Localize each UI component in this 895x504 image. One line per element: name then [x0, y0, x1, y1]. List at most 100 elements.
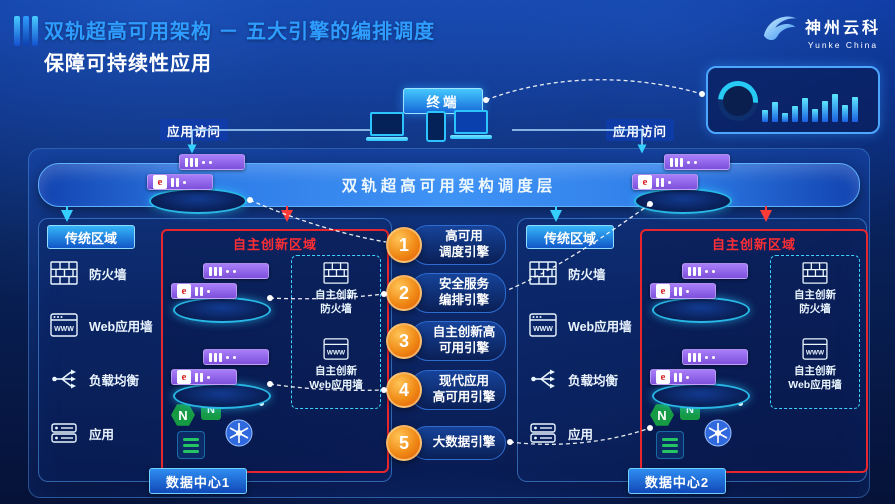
svg-text:WWW: WWW	[533, 326, 553, 333]
server-icon	[203, 349, 269, 365]
vendor-logo-chip: e	[656, 284, 670, 298]
engine-number-badge: 3	[386, 323, 422, 359]
traditional-item: 负载均衡	[528, 365, 618, 393]
innovation-item: 自主创新防火墙	[292, 262, 380, 316]
server-icon: e	[171, 283, 237, 299]
engine-5: 5 大数据引擎	[386, 424, 506, 462]
server-icon	[682, 349, 748, 365]
server-icon: e	[650, 283, 716, 299]
innovation-zone: 自主创新区域 e e N N	[161, 229, 389, 473]
brand-name-en: Yunke China	[807, 39, 879, 50]
engine-2: 2 安全服务编排引擎	[386, 273, 506, 313]
app-stack-icon	[177, 431, 205, 459]
platform-ellipse	[173, 297, 271, 323]
swoosh-logo-icon	[761, 10, 799, 53]
platform-ellipse	[652, 383, 750, 409]
dashboard-bars	[762, 78, 868, 122]
firewall-icon	[323, 262, 349, 288]
vendor-logo-chip: e	[153, 175, 167, 189]
platform-ellipse	[634, 188, 732, 214]
server-icon	[179, 154, 245, 170]
server-icon	[682, 263, 748, 279]
engine-1: 1 高可用调度引擎	[386, 225, 506, 265]
title-bars-icon	[14, 16, 38, 46]
traditional-item-label: 防火墙	[89, 267, 127, 282]
datacenter-name-badge: 数据中心1	[149, 468, 247, 494]
server-icon: e	[171, 369, 237, 385]
access-label-right: 应用访问	[606, 119, 675, 141]
app-server-icon	[528, 420, 558, 446]
innovation-item-label: 自主创新防火墙	[315, 289, 357, 315]
traditional-item: 防火墙	[528, 259, 606, 287]
traditional-item-label: 应用	[568, 427, 594, 442]
svg-text:WWW: WWW	[54, 326, 74, 333]
innovation-zone-header: 自主创新区域	[711, 237, 796, 252]
page-subtitle: 保障可持续性应用	[44, 53, 212, 75]
laptop-icon	[366, 112, 408, 141]
nginx-icon: N	[650, 404, 674, 426]
traditional-item-label: 应用	[89, 427, 115, 442]
engine-number-badge: 2	[386, 275, 422, 311]
engine-number-badge: 4	[386, 372, 422, 408]
terminal-label: 终端	[403, 88, 483, 114]
innovation-server-cluster: e	[646, 261, 754, 323]
kubernetes-icon	[704, 419, 732, 447]
kubernetes-icon	[225, 419, 253, 447]
engine-label: 高可用调度引擎	[410, 225, 506, 265]
monitoring-dashboard	[706, 66, 880, 134]
innovation-server-cluster: e	[167, 261, 275, 323]
laptop-icon	[450, 110, 492, 139]
svg-text:WWW: WWW	[806, 350, 825, 357]
scheduler-node-right: e	[628, 152, 736, 214]
firewall-icon	[528, 260, 558, 286]
traditional-item: 应用	[49, 419, 114, 447]
app-server-icon	[49, 420, 79, 446]
datacenter-1: 传统区域 防火墙 WWW Web应用墙	[38, 218, 392, 494]
engine-number-badge: 5	[386, 425, 422, 461]
platform-ellipse	[149, 188, 247, 214]
vendor-logo-chip: e	[177, 284, 191, 298]
traditional-item: WWW Web应用墙	[49, 311, 153, 339]
engine-label: 安全服务编排引擎	[410, 273, 506, 313]
traditional-zone-header: 传统区域	[526, 225, 614, 249]
innovation-server-cluster: e	[646, 347, 754, 409]
server-icon	[664, 154, 730, 170]
innovation-zone: 自主创新区域 e e N N	[640, 229, 868, 473]
svg-text:WWW: WWW	[327, 350, 346, 357]
engine-number-badge: 1	[386, 227, 422, 263]
engine-3: 3 自主创新高可用引擎	[386, 321, 506, 361]
traditional-item: 防火墙	[49, 259, 127, 287]
server-icon: e	[650, 369, 716, 385]
innovation-server-cluster: e	[167, 347, 275, 409]
traditional-item-label: 负载均衡	[568, 373, 619, 388]
firewall-icon	[802, 262, 828, 288]
engine-label: 自主创新高可用引擎	[410, 321, 506, 361]
innovation-zone-header: 自主创新区域	[232, 237, 317, 252]
load-balancer-icon	[528, 366, 558, 392]
server-icon	[203, 263, 269, 279]
traditional-item: 应用	[528, 419, 593, 447]
web-app-wall-icon: WWW	[49, 312, 79, 338]
server-icon: e	[632, 174, 698, 190]
traditional-item: 负载均衡	[49, 365, 139, 393]
phone-icon	[426, 111, 446, 142]
datacenter-2: 传统区域 防火墙 WWW Web应用墙	[517, 218, 868, 494]
engine-label: 现代应用高可用引擎	[410, 370, 506, 410]
brand-name-cn: 神州云科	[804, 19, 881, 37]
traditional-item: WWW Web应用墙	[528, 311, 632, 339]
vendor-logo-chip: e	[638, 175, 652, 189]
traditional-item-label: 负载均衡	[89, 373, 140, 388]
traditional-item-label: 防火墙	[568, 267, 606, 282]
brand-logo: 神州云科 Yunke China	[761, 10, 881, 53]
web-app-wall-icon: WWW	[323, 338, 349, 364]
engine-label: 大数据引擎	[410, 426, 506, 460]
platform-ellipse	[173, 383, 271, 409]
web-app-wall-icon: WWW	[528, 312, 558, 338]
innovation-item-label: 自主创新防火墙	[794, 289, 836, 315]
